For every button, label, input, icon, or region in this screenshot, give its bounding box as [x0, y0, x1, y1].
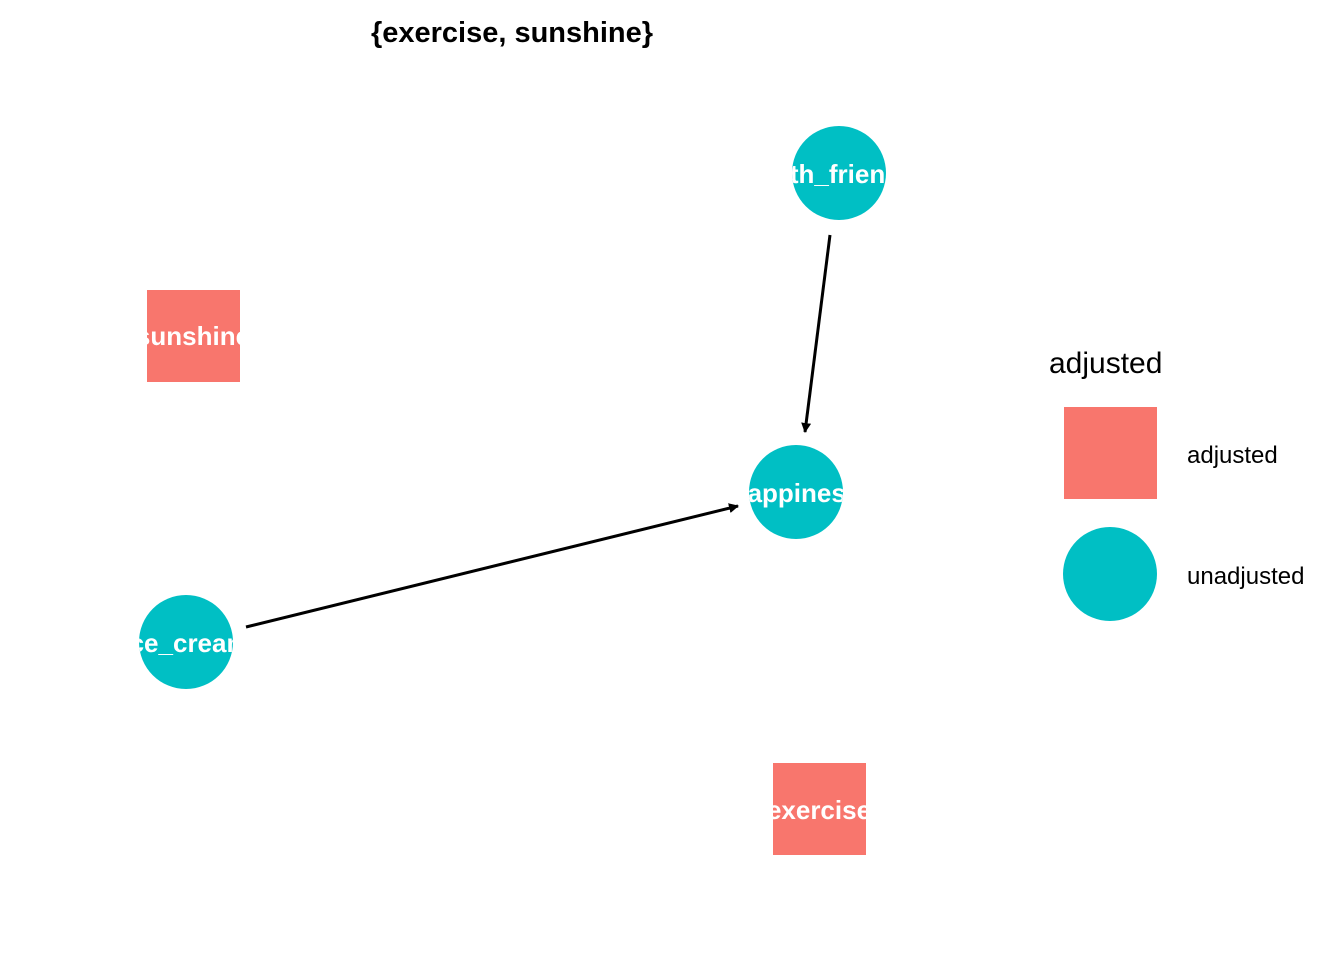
legend-title: adjusted [1049, 347, 1162, 380]
node-ice-cream-shape [139, 595, 233, 689]
legend: adjusted adjusted unadjusted [1049, 347, 1304, 621]
legend-label-unadjusted: unadjusted [1187, 563, 1304, 590]
node-exercise: exercise [767, 763, 871, 855]
legend-swatch-unadjusted [1063, 527, 1157, 621]
diagram-title: {exercise, sunshine} [371, 17, 653, 49]
legend-swatch-adjusted [1064, 407, 1157, 499]
node-exercise-label: exercise [767, 795, 871, 825]
node-sunshine-label: sunshine [136, 321, 250, 351]
edge-with-friends-to-happiness [801, 234, 832, 433]
node-exercise-shape [773, 763, 866, 855]
node-sunshine: sunshine [136, 290, 250, 382]
node-with-friends-label: with_friends [761, 159, 915, 189]
node-sunshine-shape [147, 290, 240, 382]
node-ice-cream-label: ice_cream [122, 628, 249, 658]
node-happiness-shape [749, 445, 843, 539]
edge-ice-cream-to-happiness [245, 503, 739, 629]
legend-label-adjusted: adjusted [1187, 442, 1278, 469]
node-happiness: happiness [732, 445, 861, 539]
node-with-friends-shape [792, 126, 886, 220]
node-with-friends: with_friends [761, 126, 915, 220]
node-happiness-label: happiness [732, 478, 861, 508]
node-ice-cream: ice_cream [122, 595, 249, 689]
